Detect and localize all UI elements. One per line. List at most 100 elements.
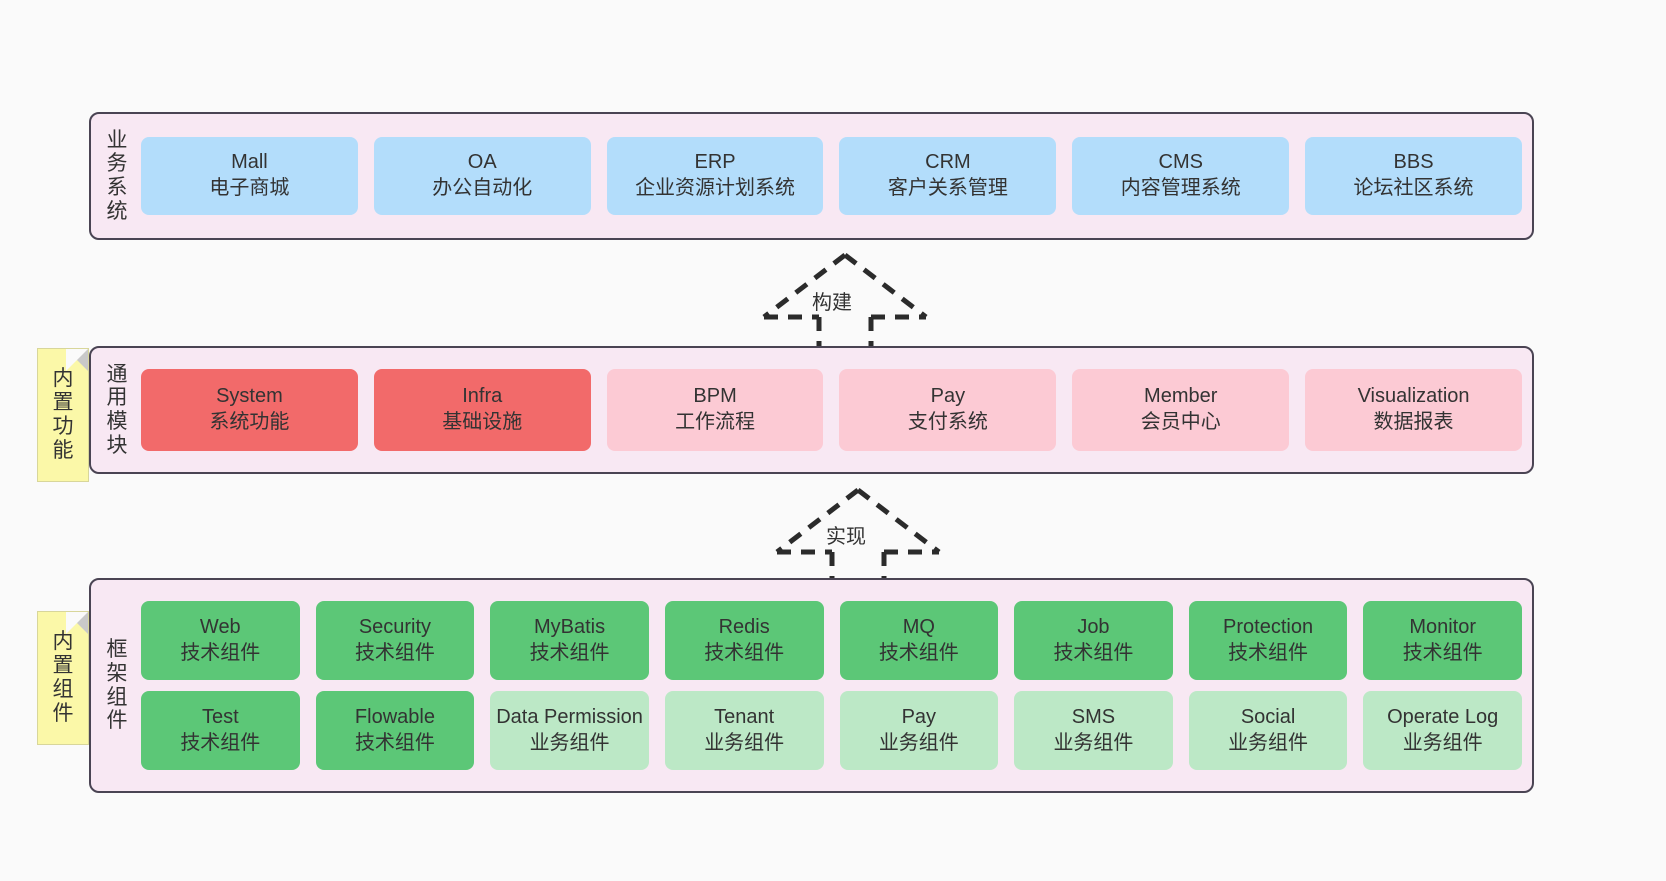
card-title: Visualization: [1357, 385, 1470, 408]
layer-title-char: 架: [106, 661, 128, 685]
card-title: ERP: [694, 151, 736, 174]
card-cms[interactable]: CMS 内容管理系统: [1072, 137, 1290, 215]
connector-implement-label: 实现: [826, 526, 866, 548]
card-mall[interactable]: Mall 电子商城: [141, 137, 358, 215]
layer-title-char: 模: [106, 410, 128, 433]
card-bpm[interactable]: BPM 工作流程: [606, 369, 824, 451]
card-title: Member: [1144, 385, 1218, 408]
card-subtitle: 系统功能: [209, 411, 290, 433]
card-operate-log[interactable]: Operate Log 业务组件: [1363, 691, 1522, 770]
note-builtin-component: 内 置 组 件: [37, 611, 89, 745]
card-row: Mall 电子商城 OA 办公自动化 ERP 企业资源计划系统 CRM 客户关系…: [141, 137, 1522, 215]
card-title: Social: [1240, 705, 1296, 728]
note-char: 置: [52, 654, 74, 678]
card-infra[interactable]: Infra 基础设施: [373, 369, 591, 451]
card-subtitle: 支付系统: [907, 411, 988, 433]
card-web[interactable]: Web 技术组件: [141, 601, 300, 680]
card-member[interactable]: Member 会员中心: [1072, 369, 1290, 451]
connector-implement-arrow: [775, 488, 941, 582]
card-title: Security: [358, 615, 432, 638]
note-char: 组: [52, 678, 74, 701]
card-protection[interactable]: Protection 技术组件: [1188, 601, 1348, 680]
card-title: Protection: [1223, 615, 1314, 638]
card-subtitle: 技术组件: [1053, 641, 1134, 664]
card-title: Test: [201, 705, 239, 728]
card-security[interactable]: Security 技术组件: [315, 601, 475, 680]
card-subtitle: 基础设施: [442, 411, 523, 433]
card-title: Monitor: [1409, 615, 1477, 638]
layer-business-systems: 业 务 系 统 Mall 电子商城 OA 办公自动化 ERP 企业资源计划系统 …: [89, 112, 1534, 240]
layer-general-modules: 通 用 模 块 System 系统功能 Infra 基础设施 BPM 工作流程 …: [89, 346, 1534, 474]
note-fold-mask-icon: [66, 349, 88, 371]
card-subtitle: 内容管理系统: [1120, 177, 1241, 199]
layer-body-framework: Web 技术组件 Security 技术组件 MyBatis 技术组件 Redi…: [137, 586, 1526, 785]
card-pay[interactable]: Pay 支付系统: [839, 369, 1057, 451]
note-builtin-function: 内 置 功 能: [37, 348, 89, 482]
card-subtitle: 电子商城: [209, 177, 290, 199]
card-row: Web 技术组件 Security 技术组件 MyBatis 技术组件 Redi…: [141, 601, 1522, 680]
card-subtitle: 办公自动化: [432, 177, 533, 199]
card-monitor[interactable]: Monitor 技术组件: [1363, 601, 1522, 680]
card-title: Job: [1077, 615, 1110, 638]
card-title: OA: [467, 151, 497, 174]
card-subtitle: 业务组件: [704, 731, 785, 754]
card-tenant[interactable]: Tenant 业务组件: [664, 691, 824, 770]
note-char: 内: [52, 630, 74, 654]
note-char: 能: [52, 438, 74, 462]
layer-title-char: 用: [106, 386, 128, 410]
card-subtitle: 业务组件: [1228, 731, 1309, 754]
card-title: MQ: [902, 615, 935, 638]
card-sms[interactable]: SMS 业务组件: [1014, 691, 1173, 770]
card-redis[interactable]: Redis 技术组件: [664, 601, 824, 680]
layer-body-modules: System 系统功能 Infra 基础设施 BPM 工作流程 Pay 支付系统…: [137, 354, 1526, 466]
card-subtitle: 工作流程: [675, 411, 756, 433]
card-subtitle: 客户关系管理: [887, 177, 1008, 199]
note-fold-mask-icon: [66, 612, 88, 634]
card-job[interactable]: Job 技术组件: [1014, 601, 1173, 680]
note-char: 功: [52, 415, 74, 438]
card-title: CRM: [925, 151, 971, 174]
card-system[interactable]: System 系统功能: [141, 369, 358, 451]
card-test[interactable]: Test 技术组件: [141, 691, 300, 770]
card-subtitle: 技术组件: [704, 641, 785, 664]
card-subtitle: 技术组件: [354, 731, 435, 754]
layer-title-char: 务: [106, 152, 128, 176]
card-social[interactable]: Social 业务组件: [1188, 691, 1348, 770]
card-subtitle: 会员中心: [1140, 411, 1221, 433]
card-subtitle: 技术组件: [1402, 641, 1483, 664]
card-title: Operate Log: [1387, 705, 1499, 728]
card-title: CMS: [1158, 151, 1203, 174]
layer-title-char: 件: [106, 709, 128, 733]
layer-title-business: 业 务 系 统: [97, 120, 137, 232]
card-subtitle: 业务组件: [529, 731, 610, 754]
card-subtitle: 数据报表: [1373, 411, 1454, 433]
card-subtitle: 企业资源计划系统: [635, 177, 796, 199]
card-title: Web: [199, 615, 241, 638]
layer-body-business: Mall 电子商城 OA 办公自动化 ERP 企业资源计划系统 CRM 客户关系…: [137, 120, 1526, 232]
card-mybatis[interactable]: MyBatis 技术组件: [490, 601, 649, 680]
card-title: BPM: [693, 385, 737, 408]
card-subtitle: 业务组件: [1402, 731, 1483, 754]
layer-title-framework: 框 架 组 件: [97, 586, 137, 785]
card-oa[interactable]: OA 办公自动化: [373, 137, 591, 215]
card-flowable[interactable]: Flowable 技术组件: [315, 691, 475, 770]
layer-title-char: 组: [106, 685, 128, 709]
card-pay-biz[interactable]: Pay 业务组件: [839, 691, 999, 770]
layer-framework-components: 框 架 组 件 Web 技术组件 Security 技术组件 MyBatis 技…: [89, 578, 1534, 793]
card-erp[interactable]: ERP 企业资源计划系统: [606, 137, 824, 215]
card-title: Mall: [231, 151, 268, 174]
note-char: 件: [52, 701, 74, 725]
card-subtitle: 论坛社区系统: [1353, 177, 1474, 199]
card-title: Pay: [901, 705, 937, 728]
card-visualization[interactable]: Visualization 数据报表: [1305, 369, 1522, 451]
card-bbs[interactable]: BBS 论坛社区系统: [1305, 137, 1522, 215]
card-crm[interactable]: CRM 客户关系管理: [839, 137, 1057, 215]
card-title: Infra: [462, 385, 503, 408]
card-title: BBS: [1393, 151, 1434, 174]
card-title: Data Permission: [496, 705, 643, 728]
card-title: Pay: [930, 385, 966, 408]
card-title: MyBatis: [534, 615, 606, 638]
card-data-permission[interactable]: Data Permission 业务组件: [490, 691, 649, 770]
card-subtitle: 技术组件: [529, 641, 610, 664]
card-mq[interactable]: MQ 技术组件: [839, 601, 999, 680]
